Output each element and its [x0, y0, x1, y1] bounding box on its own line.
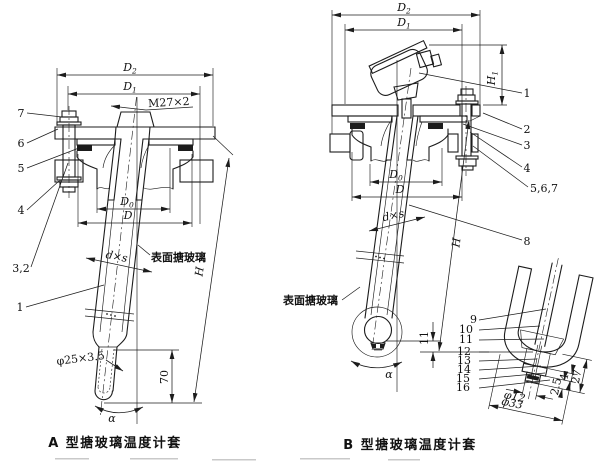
a-dim-thread: M27×2	[148, 95, 190, 110]
b-bolt	[447, 88, 479, 171]
a-part-5: 5	[18, 162, 25, 175]
b-part-2: 2	[524, 123, 531, 136]
a-bolt	[56, 110, 82, 193]
b-part-3: 3	[524, 139, 531, 152]
a-part-7: 7	[18, 107, 25, 120]
a-dim-d0: D0	[119, 195, 134, 210]
detail-part-14: 14	[457, 363, 471, 376]
a-thread-boss	[116, 111, 155, 128]
b-tube	[351, 115, 419, 358]
detail-part-9: 9	[470, 313, 477, 326]
b-dim-d2: D2	[396, 1, 411, 16]
scan-artifacts	[55, 458, 420, 461]
detail-dim-phi12: φ12	[503, 388, 527, 405]
a-part-6: 6	[18, 137, 25, 150]
detail-part-15: 15	[456, 372, 470, 385]
a-dim-alpha: α	[108, 412, 116, 425]
a-part-3-2: 3,2	[12, 262, 30, 275]
b-dim-d1: D1	[396, 16, 411, 31]
b-gasket-left	[350, 123, 365, 129]
detail-part-labels: 9 10 11 12 13 14 15 16	[456, 308, 551, 394]
b-dim-11: 11	[418, 331, 431, 345]
a-dim-h: H	[192, 265, 206, 278]
a-part-labels: 7 6 5 4 3,2 1	[12, 107, 105, 314]
b-tip-detail: φ12 φ33 27 4 2.5 9	[456, 258, 594, 425]
detail-part-12: 12	[457, 345, 471, 358]
detail-dim-25: 2.5	[548, 377, 564, 397]
drawing-a-type: D2 D1 M27×2 D0 D d×s 表面搪玻璃 φ25×3.5	[12, 61, 234, 451]
a-part-4: 4	[18, 204, 25, 217]
a-dim-tip: φ25×3.5	[56, 349, 106, 368]
b-part-567: 5,6,7	[530, 182, 558, 195]
b-dim-dxs: d×s	[381, 207, 405, 224]
b-gasket-right	[428, 123, 443, 129]
a-surface-note: 表面搪玻璃	[150, 250, 206, 264]
detail-part-16: 16	[456, 381, 470, 394]
detail-dim-phi33: φ33	[500, 395, 524, 412]
b-head-neck	[393, 82, 419, 101]
a-flange-assembly	[54, 111, 216, 190]
b-flange-assembly	[329, 104, 481, 162]
b-part-4: 4	[524, 162, 531, 175]
a-dim-d1: D1	[122, 80, 137, 95]
b-part-8: 8	[524, 235, 531, 248]
detail-part-10: 10	[459, 323, 473, 336]
a-dim-d: D	[123, 209, 133, 222]
drawing-b-type: D2 D1 H1 D0 D d×s H	[282, 1, 594, 453]
detail-part-11: 11	[459, 333, 473, 346]
b-dim-d0: D0	[388, 168, 403, 183]
a-dim-d2: D2	[122, 61, 137, 76]
a-break-symbol	[84, 308, 135, 322]
b-head-connector	[415, 49, 435, 69]
a-gasket-right	[178, 145, 193, 151]
b-part-labels: 1 2 3 4 5,6,7 8	[408, 72, 558, 248]
b-dim-d: D	[395, 183, 405, 196]
detail-part-13: 13	[457, 354, 471, 367]
b-ball-tip	[363, 315, 393, 345]
b-dim-h: H	[449, 237, 463, 250]
b-dimensions: D2 D1 H1 D0 D d×s H	[282, 1, 507, 381]
b-surface-note: 表面搪玻璃	[282, 293, 338, 307]
b-head-lid	[368, 39, 428, 75]
a-dim-dxs: d×s	[105, 248, 129, 265]
b-head-stem	[401, 98, 412, 119]
a-lower-flange-left	[54, 159, 84, 183]
b-side-stub	[329, 133, 351, 153]
b-caption: B 型搪玻璃温度计套	[343, 437, 476, 453]
a-dimensions: D2 D1 M27×2 D0 D d×s 表面搪玻璃 φ25×3.5	[56, 61, 234, 425]
b-detail-callout-circle	[351, 306, 403, 358]
b-part-1: 1	[524, 87, 531, 100]
a-part-1: 1	[17, 301, 24, 314]
b-head-body	[370, 48, 428, 96]
b-thermometer-head	[368, 39, 443, 119]
b-dim-h1: H1	[485, 71, 500, 86]
detail-plug-stack	[520, 329, 565, 356]
b-break-symbol	[355, 250, 405, 264]
a-gasket-left	[77, 145, 92, 151]
a-caption: A 型搪玻璃温度计套	[48, 435, 182, 451]
a-dim-70: 70	[158, 370, 171, 384]
b-dim-alpha: α	[385, 368, 393, 381]
detail-cup-wall	[503, 265, 594, 368]
